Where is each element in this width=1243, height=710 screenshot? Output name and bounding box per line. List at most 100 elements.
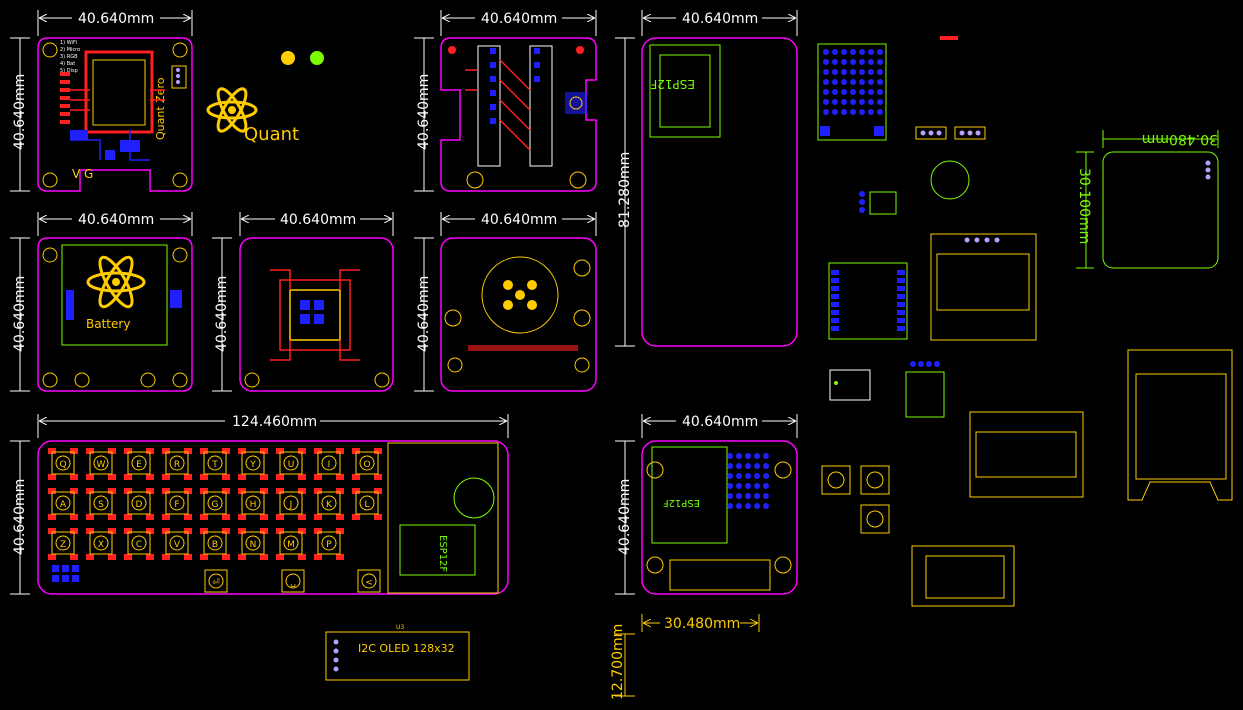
svg-text:N: N: [250, 540, 257, 550]
led-pad: [841, 69, 847, 75]
led-pad: [859, 109, 865, 115]
key-g[interactable]: G: [200, 488, 230, 520]
pad: [897, 286, 905, 291]
svg-text:Quant: Quant: [244, 124, 299, 145]
key-w[interactable]: W: [86, 448, 116, 480]
oled-module-top[interactable]: [930, 233, 1037, 341]
key-h[interactable]: H: [238, 488, 268, 520]
led-pad: [877, 69, 883, 75]
key-q[interactable]: Q: [48, 448, 78, 480]
led-matrix-module[interactable]: [817, 43, 887, 141]
svg-text:B: B: [212, 540, 218, 550]
key-t[interactable]: T: [200, 448, 230, 480]
svg-text:A: A: [60, 500, 67, 510]
key-e[interactable]: E: [124, 448, 154, 480]
key-l[interactable]: L: [352, 488, 382, 520]
pad: [52, 575, 59, 582]
key-n[interactable]: N: [238, 528, 268, 560]
oled-128x32[interactable]: U3 I2C OLED 128x32: [325, 624, 470, 681]
board-buttons[interactable]: [440, 237, 597, 392]
dim-b1-width: 40.640mm: [78, 11, 154, 27]
key-b[interactable]: B: [200, 528, 230, 560]
label-esp12f: ESP12F: [650, 77, 695, 91]
led-pad: [850, 79, 856, 85]
svg-text:D: D: [136, 500, 143, 510]
board-quant-zero[interactable]: Quant Zero V G 1) WiFi 2) Micro 3) RGB 4…: [37, 37, 193, 192]
button-module[interactable]: [905, 361, 945, 418]
led-pad: [763, 503, 769, 509]
led-pad: [754, 493, 760, 499]
dim-square-lines: [1076, 130, 1219, 269]
key-x[interactable]: X: [86, 528, 116, 560]
led-pad: [754, 483, 760, 489]
key-v[interactable]: V: [162, 528, 192, 560]
push-buttons[interactable]: [821, 465, 890, 534]
led-pad: [841, 99, 847, 105]
key-i[interactable]: I: [314, 448, 344, 480]
key-special-2[interactable]: <: [357, 569, 381, 593]
pad: [72, 575, 79, 582]
led-pad: [841, 49, 847, 55]
svg-text:I: I: [328, 460, 331, 470]
pad: [831, 302, 839, 307]
svg-text:4) Bat: 4) Bat: [60, 61, 75, 67]
display-module-right[interactable]: [1127, 349, 1233, 501]
square-module[interactable]: [1102, 151, 1219, 269]
dim-b3-height: 81.280mm: [617, 152, 633, 228]
key-k[interactable]: K: [314, 488, 344, 520]
dim-b6-width: 40.640mm: [481, 212, 557, 228]
led-pad: [850, 99, 856, 105]
led-pad: [745, 483, 751, 489]
key-special-0[interactable]: ⏎: [204, 569, 228, 593]
svg-text:U3: U3: [396, 624, 404, 631]
led-pad: [877, 79, 883, 85]
mcu-module[interactable]: [828, 262, 908, 340]
pad: [72, 565, 79, 572]
key-y[interactable]: Y: [238, 448, 268, 480]
board-battery[interactable]: Battery: [37, 237, 193, 392]
dim-b3-width: 40.640mm: [682, 11, 758, 27]
pad: [831, 310, 839, 315]
led-pad: [877, 99, 883, 105]
svg-text:F: F: [174, 500, 179, 510]
board-esp12f-tall[interactable]: ESP12F: [641, 37, 798, 347]
board-chip[interactable]: [239, 237, 394, 392]
key-m[interactable]: M: [276, 528, 306, 560]
key-r[interactable]: R: [162, 448, 192, 480]
key-z[interactable]: Z: [48, 528, 78, 560]
led-pad: [832, 109, 838, 115]
status-badges: [281, 51, 324, 65]
led-pad: [823, 99, 829, 105]
svg-text:W: W: [97, 460, 106, 470]
pad: [831, 318, 839, 323]
key-s[interactable]: S: [86, 488, 116, 520]
led-pad: [823, 49, 829, 55]
key-c[interactable]: C: [124, 528, 154, 560]
led-pad: [745, 453, 751, 459]
pad: [831, 286, 839, 291]
key-special-1[interactable]: ␣: [281, 569, 305, 593]
key-p[interactable]: P: [314, 528, 344, 560]
led-pad: [832, 69, 838, 75]
dim-small-lines: [615, 614, 760, 697]
board-esp-wiring[interactable]: [440, 37, 597, 192]
key-d[interactable]: D: [124, 488, 154, 520]
key-o[interactable]: O: [352, 448, 382, 480]
key-u[interactable]: U: [276, 448, 306, 480]
svg-text:S: S: [98, 500, 104, 510]
board-esp12f-display[interactable]: ESP12F: [641, 440, 798, 595]
svg-text:3) RGB: 3) RGB: [60, 54, 78, 60]
led-pad: [736, 463, 742, 469]
svg-text:J: J: [289, 500, 293, 510]
led-pad: [859, 69, 865, 75]
key-a[interactable]: A: [48, 488, 78, 520]
oled-module-mid[interactable]: [969, 411, 1084, 498]
svg-text:U: U: [288, 460, 295, 470]
key-j[interactable]: J: [276, 488, 306, 520]
svg-text:Z: Z: [60, 540, 66, 550]
key-f[interactable]: F: [162, 488, 192, 520]
dimension-arrows: [40, 18, 795, 421]
